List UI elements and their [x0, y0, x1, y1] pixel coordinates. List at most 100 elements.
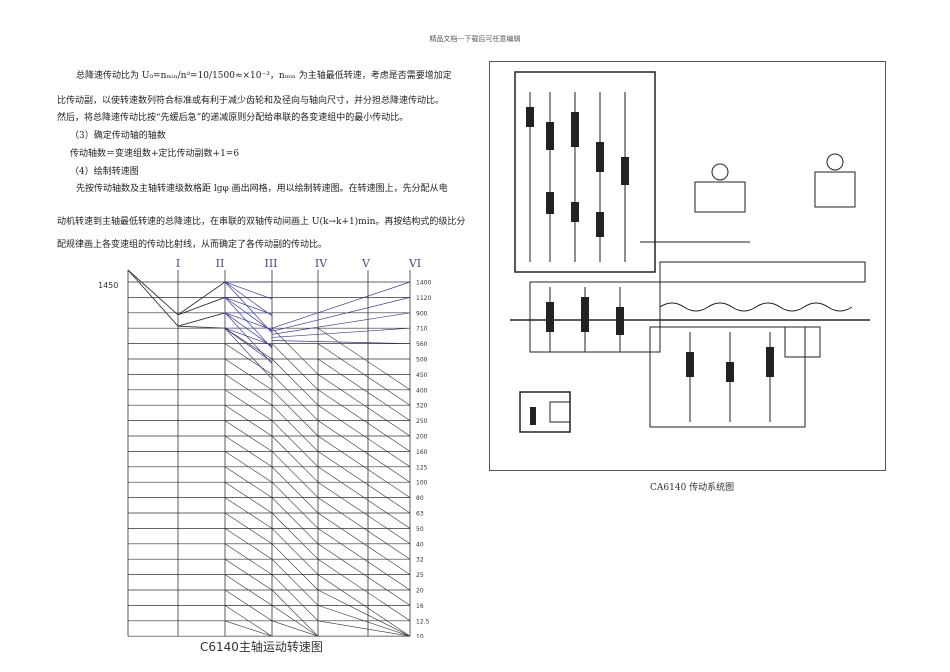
chart-speed-labels: 1400112090071056050045040032025020016012… — [416, 280, 431, 639]
paragraph-line: 总降速传动比为 U₀=nₘᵢₙ/nᵈ=10/1500≈×10⁻³，nₘᵢₙ 为主… — [76, 71, 452, 81]
speed-ray — [271, 312, 411, 335]
speed-label: 1120 — [416, 295, 431, 302]
speed-ray — [224, 451, 273, 483]
speed-ray — [177, 281, 226, 316]
speed-ray — [177, 325, 226, 329]
speed-ray — [317, 558, 411, 622]
paragraph-line: 传动轴数＝变速组数+定比传动副数+1=6 — [70, 149, 240, 159]
speed-ray — [224, 589, 273, 622]
speed-ray — [224, 327, 273, 346]
speed-ray — [224, 327, 273, 380]
speed-ray — [224, 605, 273, 637]
page-header: 精品文档---下载后可任意编辑 — [429, 35, 521, 43]
speed-ray — [271, 574, 319, 622]
speed-ray — [224, 420, 273, 452]
speed-label: 710 — [416, 326, 428, 333]
speed-label: 12.5 — [416, 618, 430, 625]
speed-ray — [224, 528, 273, 560]
speed-ray — [224, 512, 273, 545]
speed-ray — [271, 466, 319, 514]
shaft-label: I — [176, 258, 180, 270]
speed-label: 40 — [416, 541, 424, 548]
speed-ray — [317, 481, 411, 545]
speed-ray — [271, 435, 319, 483]
speed-ray — [271, 528, 319, 575]
speed-ray — [224, 620, 273, 637]
speed-ray — [271, 404, 319, 452]
speed-label: 160 — [416, 449, 428, 456]
speed-label: 400 — [416, 387, 428, 394]
paragraph-line: 比传动副，以使转速数列符合标准或有利于减少齿轮和及径向与轴向尺寸，并分担总降速传… — [57, 96, 445, 106]
paragraph-line: （3）确定传动轴的轴数 — [70, 131, 166, 141]
speed-ray — [271, 497, 319, 545]
speed-ray — [224, 312, 273, 347]
paragraph-line: 动机转速到主轴最低转速的总降速比，在串联的双轴传动间画上 U(k→k+1)min… — [57, 217, 466, 227]
speed-ray — [271, 589, 319, 637]
chart-grid — [127, 270, 411, 637]
speed-ray — [317, 327, 411, 391]
shaft-label: II — [216, 258, 225, 270]
speed-ray — [224, 281, 273, 334]
speed-ray — [317, 389, 411, 452]
shaft-label: IV — [315, 258, 328, 270]
speed-label: 63 — [416, 511, 424, 518]
shaft-label: VI — [408, 258, 421, 270]
speed-label: 10 — [416, 634, 424, 638]
speed-ray — [271, 543, 319, 591]
speed-ray — [271, 281, 411, 329]
speed-ray — [317, 374, 411, 437]
speed-ray — [127, 269, 179, 327]
speed-ray — [317, 528, 411, 591]
speed-ray — [271, 605, 319, 637]
figure-caption: CA6140 传动系统图 — [650, 483, 735, 493]
speed-ray — [224, 327, 273, 363]
speed-ray — [271, 389, 319, 437]
speed-ray — [224, 374, 273, 406]
transmission-diagram — [489, 61, 886, 471]
shaft-label: V — [361, 258, 371, 270]
speed-label: 80 — [416, 495, 424, 502]
speed-ray — [271, 374, 319, 421]
speed-diagram-title: C6140主轴运动转速图 — [200, 640, 323, 654]
speed-label: 100 — [416, 480, 428, 487]
speed-label: 500 — [416, 357, 428, 364]
speed-ray — [317, 451, 411, 514]
speed-ray — [317, 404, 411, 468]
speed-ray — [271, 451, 319, 498]
speed-ray — [317, 512, 411, 575]
speed-label: 20 — [416, 588, 424, 595]
speed-label: 125 — [416, 464, 428, 471]
speed-label: 900 — [416, 310, 428, 317]
shaft-label: III — [264, 258, 277, 270]
speed-ray — [224, 281, 273, 317]
speed-ray — [271, 327, 411, 338]
speed-ray — [224, 404, 273, 437]
speed-ray — [317, 466, 411, 529]
speed-ray — [224, 281, 273, 300]
speed-ray — [224, 312, 273, 364]
speed-ray — [317, 420, 411, 483]
speed-label: 450 — [416, 372, 428, 379]
speed-ray — [224, 497, 273, 529]
transmission-drawing — [510, 71, 870, 433]
speed-ray — [271, 340, 411, 344]
speed-ray — [271, 620, 319, 637]
speed-ray — [224, 297, 273, 332]
speed-ray — [224, 389, 273, 421]
speed-ray — [317, 605, 411, 637]
speed-label: 1400 — [416, 280, 431, 287]
speed-ray — [271, 327, 319, 375]
speed-ray — [224, 558, 273, 591]
speed-label: 50 — [416, 526, 424, 533]
speed-ray — [271, 297, 411, 332]
speed-ray — [271, 558, 319, 606]
speed-ray — [271, 343, 319, 391]
speed-ray — [224, 481, 273, 514]
speed-ray — [224, 327, 273, 360]
speed-ray — [317, 358, 411, 421]
speed-ray — [224, 343, 273, 375]
speed-ray — [224, 358, 273, 391]
speed-ray — [317, 620, 411, 637]
